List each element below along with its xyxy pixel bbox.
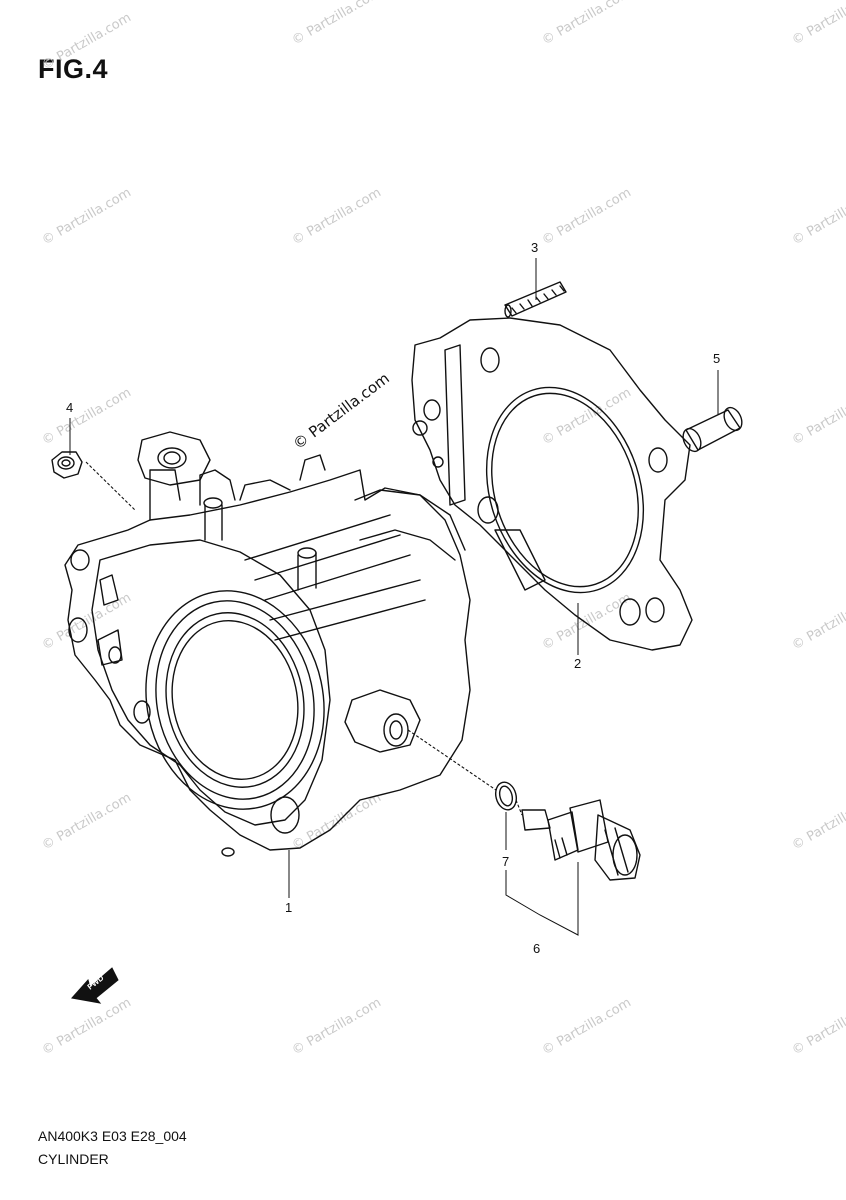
watermark: © Partzilla.com (40, 185, 134, 248)
callout-1: 1 (285, 900, 292, 915)
watermark: © Partzilla.com (290, 0, 384, 48)
watermark: © Partzilla.com (540, 0, 634, 48)
figure-code: AN400K3 E03 E28_004 (38, 1128, 187, 1144)
part-3-stud (504, 281, 567, 318)
watermark-layer: © Partzilla.com © Partzilla.com © Partzi… (40, 0, 846, 1058)
callout-7: 7 (502, 854, 509, 869)
watermark: © Partzilla.com (790, 995, 846, 1058)
watermark: © Partzilla.com (790, 590, 846, 653)
watermark: © Partzilla.com (40, 995, 134, 1058)
part-2-gasket (411, 317, 693, 651)
callout-leaders (69, 258, 719, 936)
part-6-sensor (521, 799, 641, 881)
watermark: © Partzilla.com (540, 995, 634, 1058)
watermark: © Partzilla.com (540, 385, 634, 448)
watermark: © Partzilla.com (540, 185, 634, 248)
part-5-dowel (682, 406, 743, 453)
center-watermark: © Partzilla.com (290, 369, 393, 453)
callout-5: 5 (713, 351, 720, 366)
watermark: © Partzilla.com (790, 0, 846, 48)
watermark: © Partzilla.com (40, 385, 134, 448)
part-4-nut (51, 451, 83, 479)
watermark: © Partzilla.com (790, 185, 846, 248)
watermark: © Partzilla.com (40, 790, 134, 853)
assembly-lines (85, 461, 523, 816)
callout-labels: 1 2 3 4 5 6 7 (66, 240, 720, 956)
watermark: © Partzilla.com (290, 185, 384, 248)
figure-name: CYLINDER (38, 1151, 109, 1167)
callout-4: 4 (66, 400, 73, 415)
part-7-oring (494, 781, 518, 811)
watermark: © Partzilla.com (40, 10, 134, 73)
watermark: © Partzilla.com (290, 995, 384, 1058)
watermark: © Partzilla.com (790, 790, 846, 853)
figure-title: FIG.4 (38, 54, 109, 84)
callout-3: 3 (531, 240, 538, 255)
watermark: © Partzilla.com (790, 385, 846, 448)
watermark: © Partzilla.com (290, 790, 384, 853)
callout-2: 2 (574, 656, 581, 671)
part-1-cylinder (64, 431, 471, 857)
callout-6: 6 (533, 941, 540, 956)
fwd-arrow-icon: FWD (71, 967, 119, 1004)
watermark: © Partzilla.com (540, 590, 634, 653)
